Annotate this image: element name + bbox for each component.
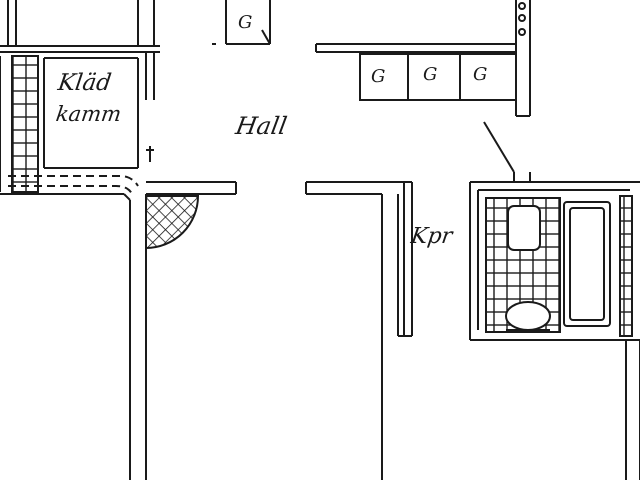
top-cabinet <box>225 0 271 45</box>
kitchen-cabinets <box>359 53 517 101</box>
room-label-hall: Hall <box>233 112 290 140</box>
right-tiled-wall <box>619 195 633 337</box>
cabinet-label: G <box>238 12 253 33</box>
closet-klad-kamm <box>43 52 155 169</box>
cabinet-label: G <box>371 66 386 87</box>
top-left-walls <box>0 0 160 53</box>
door-swing-hatched <box>145 195 200 250</box>
wardrobe-dashed <box>8 175 139 195</box>
toilet <box>505 301 551 331</box>
sink <box>507 205 541 251</box>
cabinet-label: G <box>423 64 438 85</box>
corridor-right-wall <box>305 181 413 480</box>
bathtub <box>563 201 611 327</box>
bathroom-kpr <box>469 172 640 341</box>
room-label-klad: Kläd <box>56 70 113 96</box>
room-label-kpr: Kpr <box>409 224 454 249</box>
corridor-left-wall <box>0 181 237 480</box>
leader-line <box>483 121 515 173</box>
cabinet-label: G <box>473 64 488 85</box>
room-label-kamm: kamm <box>54 102 123 126</box>
lower-walls <box>625 340 640 480</box>
right-dots <box>518 2 526 36</box>
left-tiled-wall <box>0 55 39 193</box>
upper-right-wall <box>315 0 531 117</box>
